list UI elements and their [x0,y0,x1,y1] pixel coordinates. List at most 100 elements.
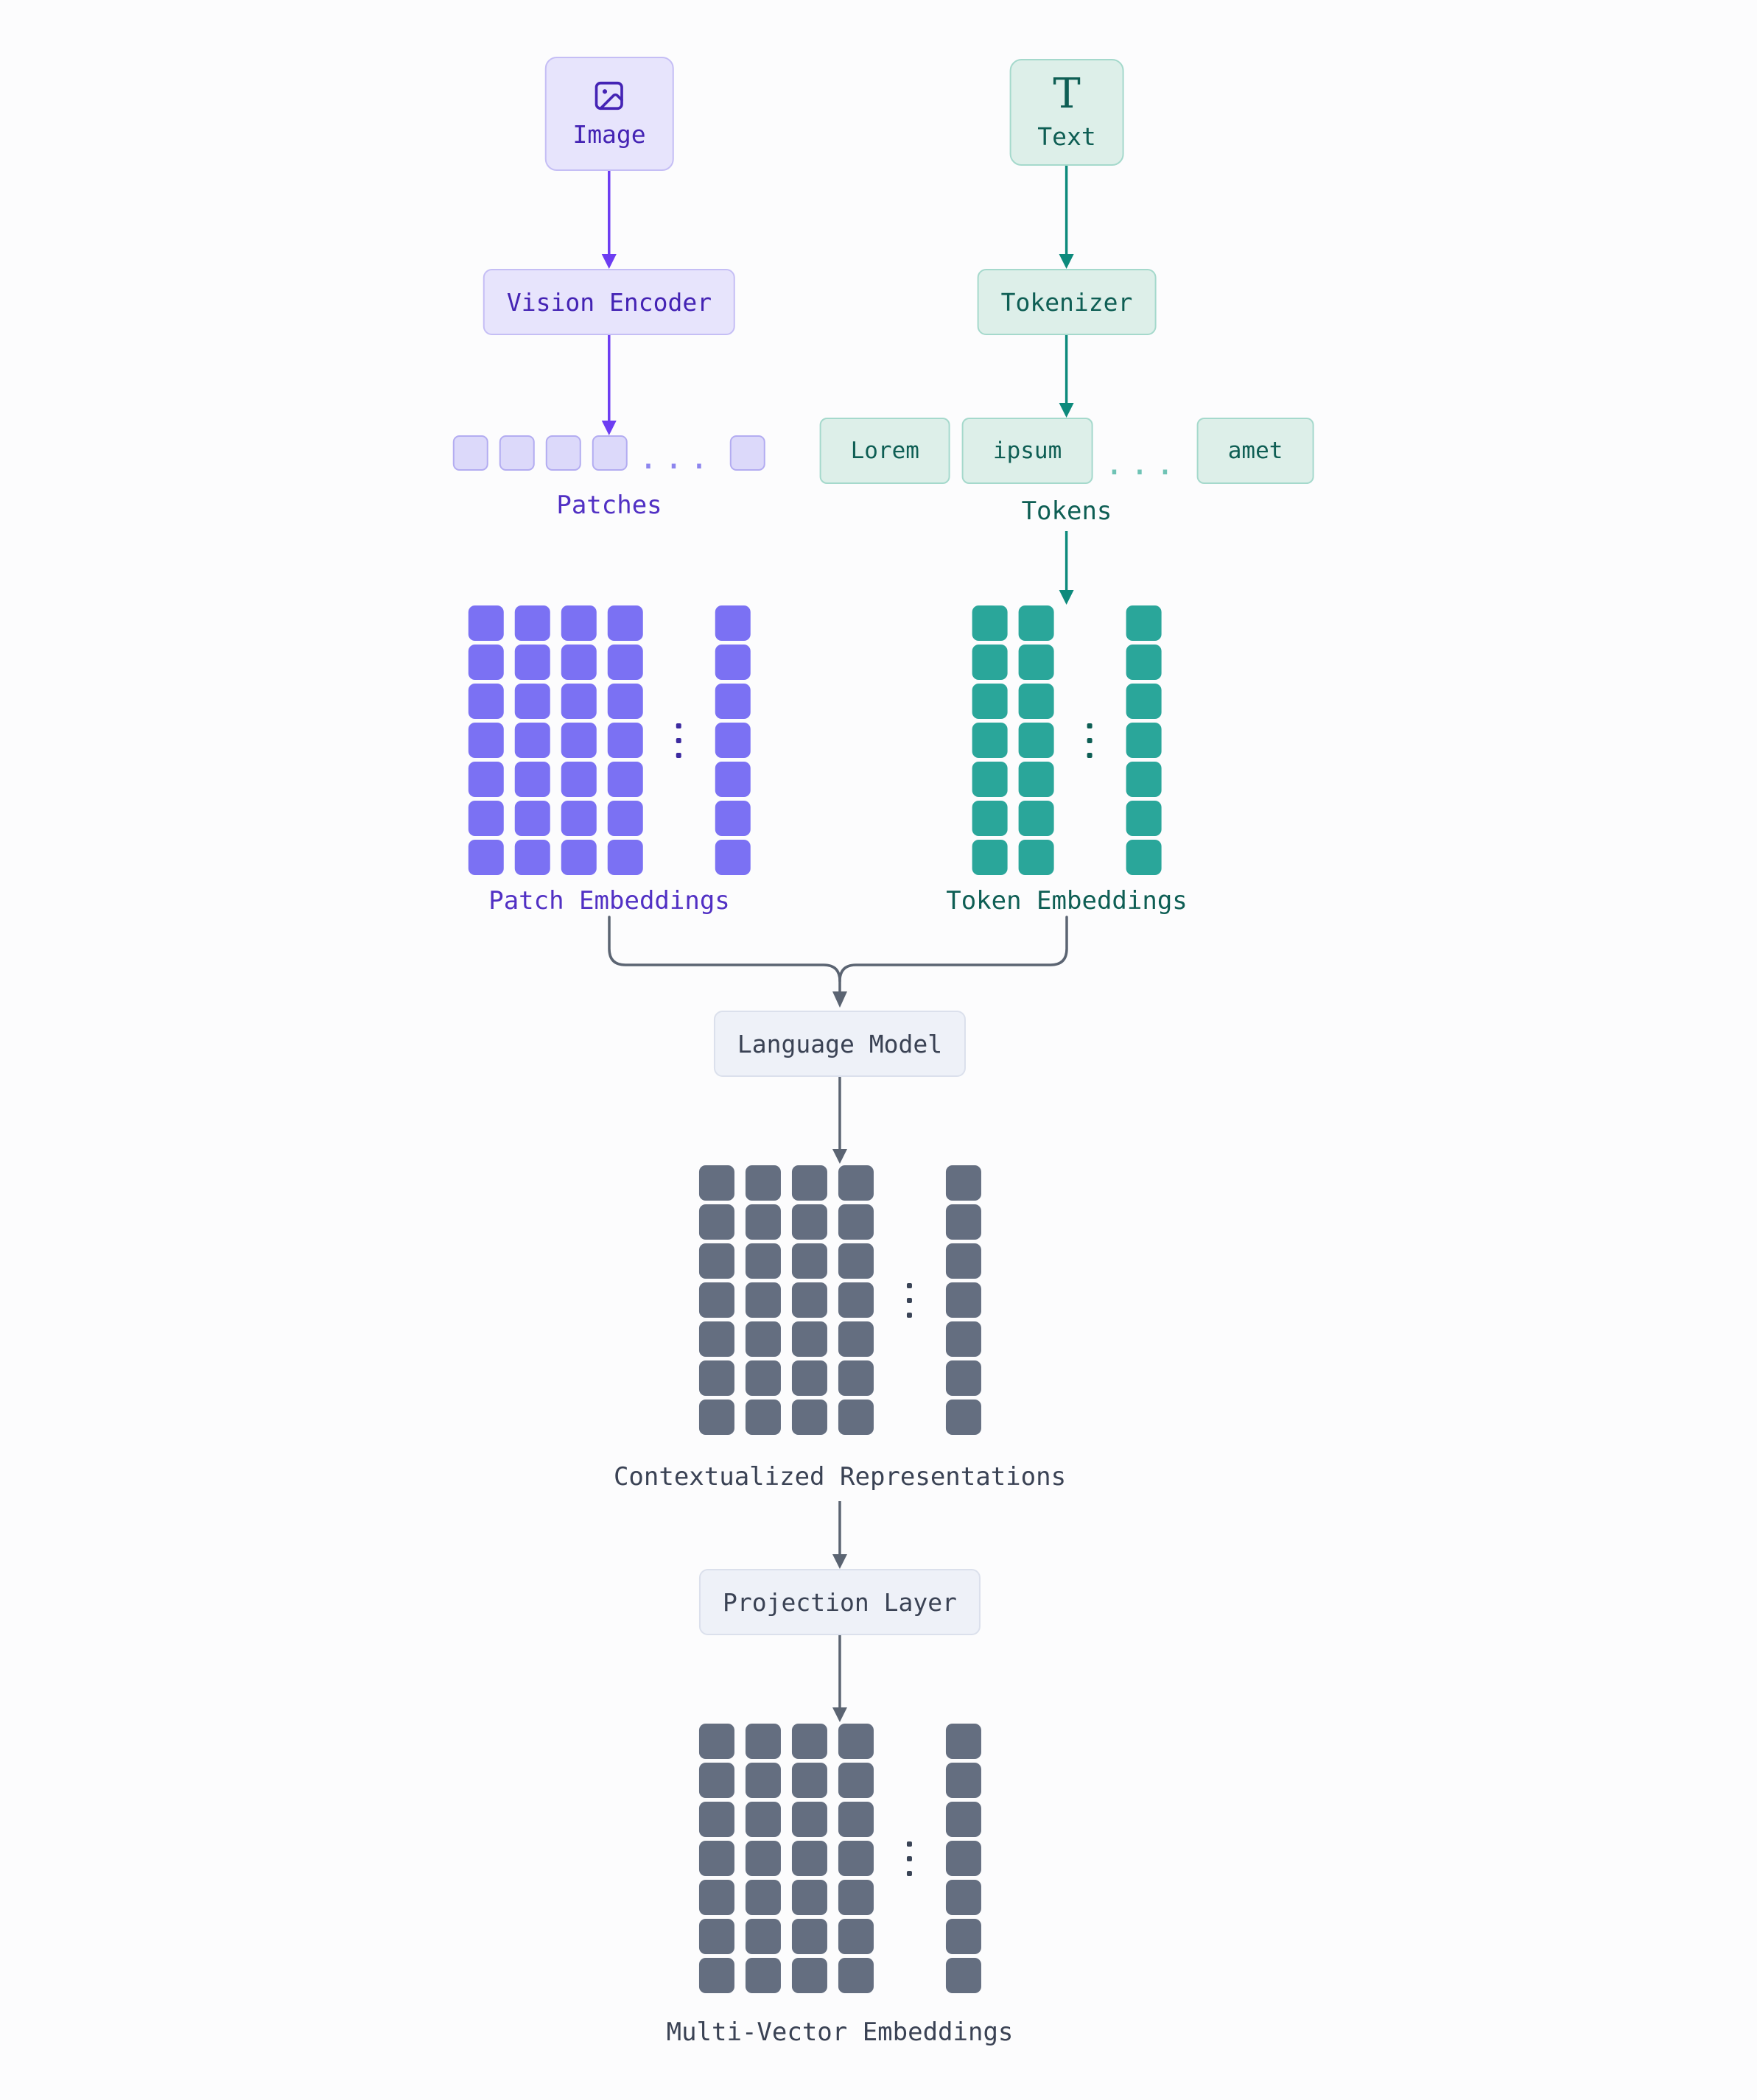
text-input-node: T Text [1009,59,1124,166]
arrow-contextualized-to-projection [832,1501,847,1569]
embedding-cell [514,840,550,875]
embedding-cell [715,762,751,797]
embedding-column [838,1165,874,1435]
patch-square [545,435,581,471]
embedding-cell [838,1400,874,1435]
image-input-label: Image [572,120,646,149]
embedding-cell [561,645,597,680]
embedding-cell [561,605,597,641]
token-chip: ipsum [961,418,1093,484]
text-branch: T Text Tokenizer Lorem ipsum ... amet To… [819,59,1314,916]
embedding-cell [838,1919,874,1954]
patches-label: Patches [556,491,662,520]
embedding-column [561,605,597,875]
embedding-cell [838,1204,874,1240]
embedding-column [972,605,1008,875]
arrow-tokenizer-to-tokens [1059,335,1074,418]
embedding-column [607,605,643,875]
embedding-cell [945,1204,981,1240]
embedding-cell [838,1243,874,1279]
embedding-cell [1018,840,1054,875]
embedding-cell [945,1321,981,1357]
embedding-cell [791,1165,827,1201]
embedding-cell [514,723,550,758]
embedding-cell [745,1958,781,1993]
embedding-cell [745,1802,781,1837]
patches-ellipsis: ... [638,439,715,477]
embedding-cell [715,801,751,836]
embedding-cell [745,1165,781,1201]
language-model-label: Language Model [737,1029,943,1058]
embedding-cell [791,1958,827,1993]
embedding-cell [745,1724,781,1759]
tokens-row: Lorem ipsum ... amet [819,418,1314,484]
embedding-cell [607,801,643,836]
ellipsis-dot [676,723,681,728]
vision-encoder-node: Vision Encoder [483,269,736,335]
embedding-cell [945,1165,981,1201]
vertical-ellipsis [653,723,704,758]
embedding-cell [607,840,643,875]
embedding-cell [468,605,504,641]
merge-connector [608,916,1068,1008]
embedding-column [698,1724,734,1993]
embedding-cell [561,762,597,797]
embedding-cell [715,684,751,719]
patch-embeddings-grid [468,605,751,875]
embedding-column [745,1165,781,1435]
embedding-cell [715,840,751,875]
arrow-tokens-to-token-embeddings [1059,531,1074,605]
embedding-cell [607,762,643,797]
arrow-text-to-tokenizer [1059,166,1074,269]
tokens-ellipsis: ... [1104,445,1181,482]
embedding-cell [945,1841,981,1876]
embedding-cell [745,1321,781,1357]
embedding-cell [945,1958,981,1993]
embedding-cell [514,762,550,797]
embedding-cell [1018,723,1054,758]
vertical-ellipsis [1065,723,1115,758]
ellipsis-dot [676,752,681,758]
ellipsis-dot [1087,737,1093,743]
embedding-cell [791,1919,827,1954]
embedding-cell [468,840,504,875]
arrow-vision-encoder-to-patches [601,335,617,435]
token-embeddings-label: Token Embeddings [946,886,1188,916]
embedding-cell [1126,684,1162,719]
vision-encoder-label: Vision Encoder [506,287,712,317]
embedding-cell [745,1282,781,1318]
embedding-cell [715,605,751,641]
embedding-cell [1018,762,1054,797]
embedding-cell [698,1958,734,1993]
multivector-label: Multi-Vector Embeddings [666,2018,1014,2047]
embedding-cell [607,723,643,758]
multivector-grid [698,1724,981,1993]
embedding-column [1018,605,1054,875]
embedding-cell [715,723,751,758]
embedding-column [1126,605,1162,875]
embedding-cell [791,1880,827,1915]
embedding-cell [561,723,597,758]
contextualized-label: Contextualized Representations [613,1462,1067,1492]
embedding-cell [745,1204,781,1240]
image-icon [595,81,624,110]
embedding-cell [972,605,1008,641]
embedding-cell [945,1919,981,1954]
embedding-cell [468,684,504,719]
embedding-cell [945,1243,981,1279]
text-icon: T [1053,70,1081,118]
ellipsis-dot [907,1297,912,1303]
embedding-cell [791,1360,827,1396]
embedding-cell [1126,840,1162,875]
embedding-cell [945,1360,981,1396]
embedding-cell [791,1243,827,1279]
embedding-cell [791,1724,827,1759]
embedding-cell [791,1400,827,1435]
embedding-cell [972,762,1008,797]
embedding-cell [698,1919,734,1954]
embedding-cell [468,645,504,680]
vertical-ellipsis [885,1282,935,1318]
embedding-cell [1126,801,1162,836]
embedding-cell [698,1802,734,1837]
embedding-cell [745,1919,781,1954]
